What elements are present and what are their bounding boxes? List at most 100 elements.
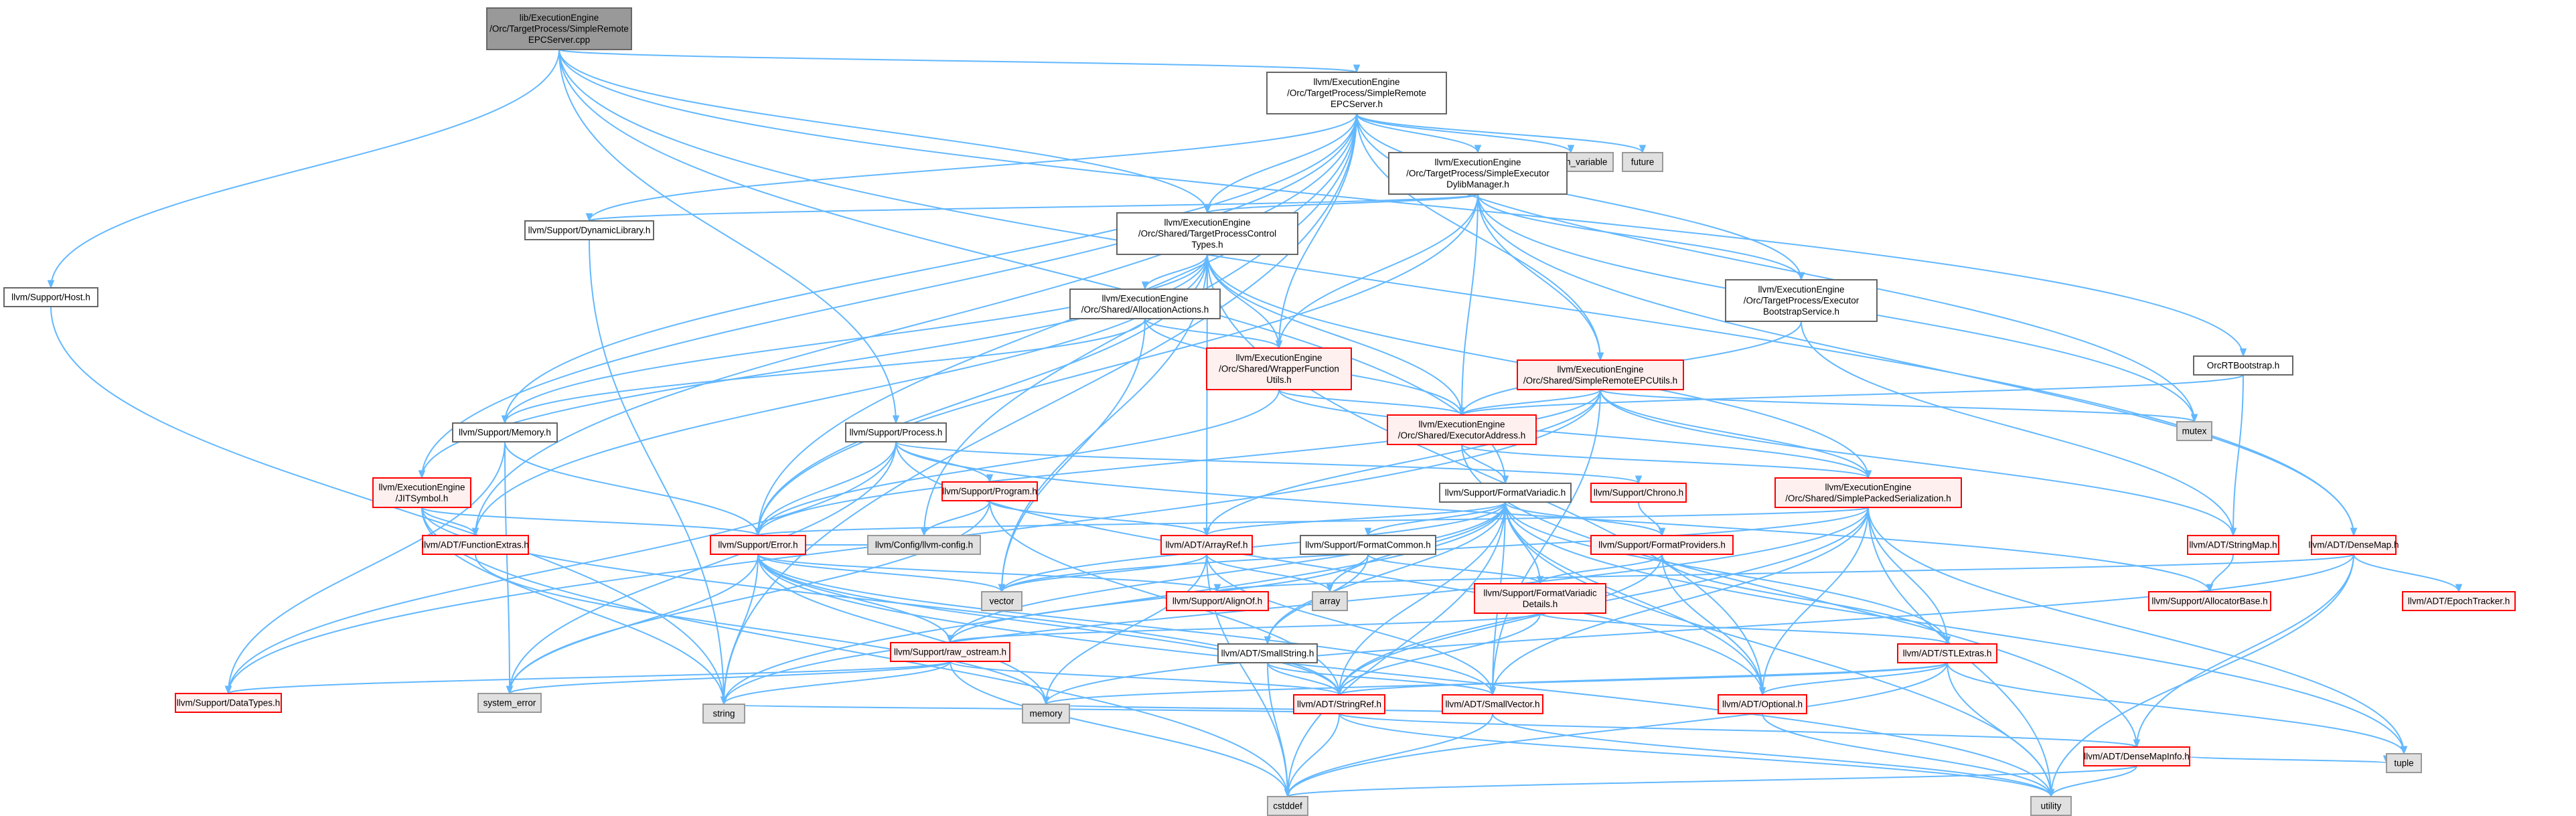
include-edge-line <box>757 554 1002 592</box>
node-smallvector[interactable]: llvm/ADT/SmallVector.h <box>1442 694 1543 714</box>
node-label: string <box>712 709 735 719</box>
node-box <box>422 535 529 555</box>
node-allocact[interactable]: llvm/ExecutionEngine/Orc/Shared/Allocati… <box>1069 289 1221 319</box>
include-edge-line <box>950 554 1369 643</box>
include-edge <box>1278 389 1466 416</box>
node-sedm[interactable]: llvm/ExecutionEngine/Orc/TargetProcess/S… <box>1388 152 1568 195</box>
include-edge-line <box>1287 765 2137 797</box>
node-datatypes[interactable]: llvm/Support/DataTypes.h <box>175 693 282 713</box>
include-edge <box>2229 374 2244 537</box>
node-array[interactable]: array <box>1312 591 1348 611</box>
include-edge <box>1600 389 2237 537</box>
node-sps[interactable]: llvm/ExecutionEngine/Orc/Shared/SimplePa… <box>1774 477 1962 508</box>
node-densemapinfo[interactable]: llvm/ADT/DenseMapInfo.h <box>2083 746 2190 766</box>
node-tpct[interactable]: llvm/ExecutionEngine/Orc/Shared/TargetPr… <box>1116 212 1298 255</box>
node-wfu[interactable]: llvm/ExecutionEngine/Orc/Shared/WrapperF… <box>1206 347 1352 390</box>
include-edge-line <box>1356 113 1643 153</box>
node-epoch[interactable]: llvm/ADT/EpochTracker.h <box>2402 591 2516 611</box>
node-vector[interactable]: vector <box>981 591 1022 611</box>
include-edge-line <box>1461 374 2244 416</box>
node-chrono[interactable]: llvm/Support/Chrono.h <box>1590 483 1687 503</box>
include-edge-line <box>1206 389 1601 536</box>
node-label: Details.h <box>1523 599 1558 609</box>
node-tuple[interactable]: tuple <box>2386 753 2422 773</box>
include-edge-line <box>1367 501 1506 536</box>
include-edge-arrowhead <box>986 474 994 483</box>
node-stlextras[interactable]: llvm/ADT/STLExtras.h <box>1897 643 1997 663</box>
node-syserr[interactable]: system_error <box>477 693 542 713</box>
node-label: memory <box>1030 709 1063 719</box>
node-box <box>1474 583 1606 614</box>
include-edge <box>1278 389 1872 479</box>
include-edge-line <box>1144 254 1208 290</box>
include-edge <box>1356 113 1482 154</box>
include-edge-arrowhead <box>501 415 509 424</box>
node-densemap[interactable]: llvm/ADT/DenseMap.h <box>2308 535 2399 555</box>
node-formatproviders[interactable]: llvm/Support/FormatProviders.h <box>1590 535 1734 555</box>
include-edge-arrowhead <box>1264 636 1272 645</box>
include-edge <box>920 500 990 537</box>
node-smallstring[interactable]: llvm/ADT/SmallString.h <box>1217 643 1318 663</box>
node-box <box>867 535 981 555</box>
node-string[interactable]: string <box>702 704 745 724</box>
include-edge-line <box>757 389 1280 536</box>
include-edge-line <box>1477 193 1601 361</box>
node-label: llvm/Config/llvm-config.h <box>875 540 973 550</box>
include-edge-line <box>950 661 1288 797</box>
include-edge-line <box>1539 613 1948 645</box>
node-error[interactable]: llvm/Support/Error.h <box>710 535 806 555</box>
node-allocbase[interactable]: llvm/Support/AllocatorBase.h <box>2148 591 2271 611</box>
node-program[interactable]: llvm/Support/Program.h <box>941 481 1038 501</box>
include-edge-arrowhead <box>1489 687 1497 696</box>
include-edge-line <box>1339 554 1663 696</box>
node-dynlib[interactable]: llvm/Support/DynamicLibrary.h <box>524 220 654 240</box>
node-root[interactable]: lib/ExecutionEngine/Orc/TargetProcess/Si… <box>486 7 632 50</box>
include-edge <box>1458 389 1601 416</box>
include-edge-arrowhead <box>1203 527 1211 537</box>
node-memory[interactable]: memory <box>1022 704 1070 724</box>
node-label: /Orc/Shared/SimpleRemoteEPCUtils.h <box>1523 376 1677 386</box>
node-label: /Orc/TargetProcess/SimpleRemote <box>489 24 629 34</box>
node-process[interactable]: llvm/Support/Process.h <box>845 422 947 442</box>
node-mutex[interactable]: mutex <box>2176 421 2212 441</box>
node-host[interactable]: llvm/Support/Host.h <box>3 287 98 307</box>
node-box <box>1897 643 1997 663</box>
node-future[interactable]: future <box>1622 152 1663 172</box>
node-llvmconfig[interactable]: llvm/Config/llvm-config.h <box>867 535 981 555</box>
node-stringref[interactable]: llvm/ADT/StringRef.h <box>1293 694 1385 714</box>
node-label: llvm/ExecutionEngine <box>1418 419 1505 429</box>
node-utility[interactable]: utility <box>2030 796 2072 816</box>
node-label: /Orc/Shared/TargetProcessControl <box>1138 229 1276 239</box>
node-arrayref[interactable]: llvm/ADT/ArrayRef.h <box>1160 535 1253 555</box>
node-ebs[interactable]: llvm/ExecutionEngine/Orc/TargetProcess/E… <box>1725 279 1878 322</box>
node-jitsym[interactable]: llvm/ExecutionEngine/JITSymbol.h <box>372 477 471 508</box>
node-optional[interactable]: llvm/ADT/Optional.h <box>1718 694 1807 714</box>
node-box <box>372 477 471 508</box>
node-memory_h[interactable]: llvm/Support/Memory.h <box>452 422 558 442</box>
include-edge-line <box>1356 113 1479 153</box>
node-hdr[interactable]: llvm/ExecutionEngine/Orc/TargetProcess/S… <box>1266 72 1447 114</box>
node-funcext[interactable]: llvm/ADT/FunctionExtras.h <box>422 535 529 555</box>
node-srepc[interactable]: llvm/ExecutionEngine/Orc/Shared/SimpleRe… <box>1517 359 1684 390</box>
include-edge-line <box>1207 254 1462 416</box>
node-formatvariadic[interactable]: llvm/Support/FormatVariadic.h <box>1439 483 1572 503</box>
include-edge-line <box>504 113 1357 424</box>
node-label: llvm/ADT/SmallVector.h <box>1445 700 1539 710</box>
node-box <box>2402 591 2516 611</box>
include-edge-line <box>923 500 990 536</box>
node-execaddr[interactable]: llvm/ExecutionEngine/Orc/Shared/Executor… <box>1387 414 1537 445</box>
node-alignof[interactable]: llvm/Support/AlignOf.h <box>1166 591 1269 611</box>
node-label: lib/ExecutionEngine <box>520 13 599 23</box>
include-edge-line <box>1492 713 2052 797</box>
node-rawos[interactable]: llvm/Support/raw_ostream.h <box>890 642 1010 662</box>
include-edge <box>754 441 897 537</box>
node-orcrt[interactable]: OrcRTBootstrap.h <box>2193 355 2293 376</box>
include-edge-line <box>1339 613 1541 696</box>
include-edge <box>504 441 762 537</box>
node-stringmap[interactable]: llvm/ADT/StringMap.h <box>2187 535 2279 555</box>
node-formatcommon[interactable]: llvm/Support/FormatCommon.h <box>1300 535 1436 555</box>
node-cstddef[interactable]: cstddef <box>1267 796 1308 816</box>
node-box <box>710 535 806 555</box>
include-edge <box>720 661 951 706</box>
